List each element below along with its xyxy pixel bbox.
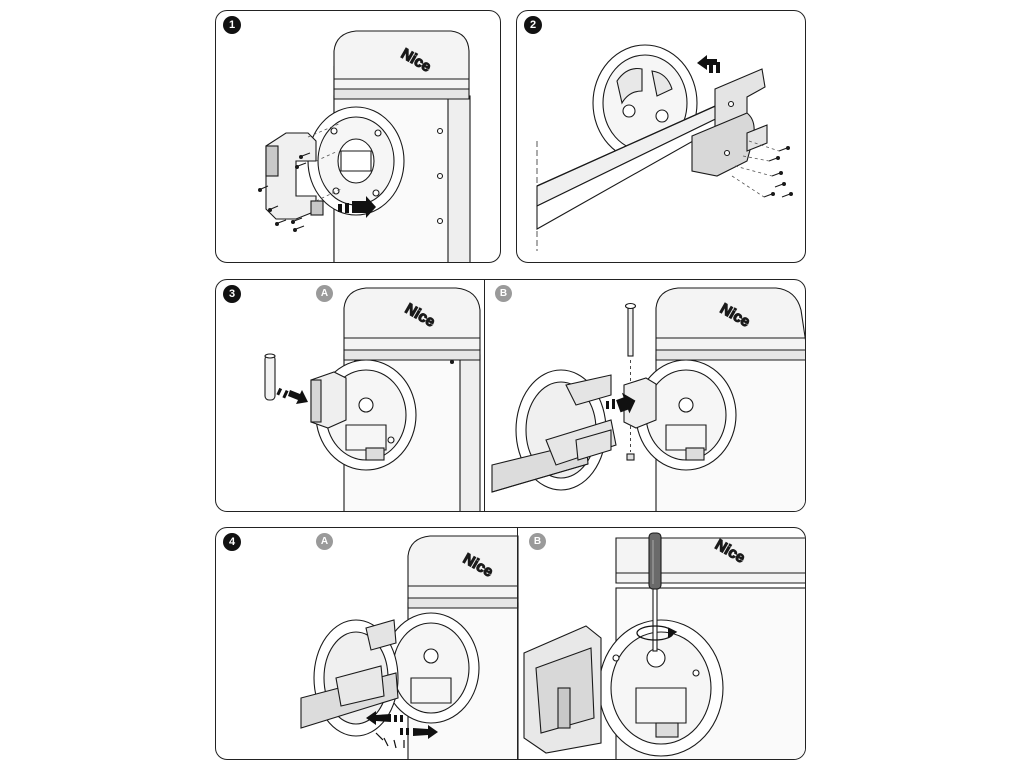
boom-bracket [265, 132, 324, 220]
step-3a-badge: A [316, 285, 333, 302]
screwdriver-icon [648, 532, 662, 652]
step-4-badge: 4 [223, 533, 241, 551]
step-1-panel: 1 Nice [215, 10, 501, 263]
step-2-illustration [536, 44, 793, 251]
step-4-illustration: Nice [300, 532, 805, 759]
boom-parts-4b [523, 625, 602, 754]
pushing-arrow-icon [276, 387, 308, 404]
pushing-arrow-icon [606, 392, 636, 414]
step-1-badge: 1 [223, 16, 241, 34]
screws [763, 146, 793, 198]
bracket-3a [310, 371, 347, 429]
step-3-illustration: Nice Nice [264, 287, 805, 511]
step-3-panel: 3 A B Nice [215, 279, 806, 512]
step-4a-badge: A [316, 533, 333, 550]
boom-4a [300, 665, 399, 729]
step-4-divider [517, 528, 518, 759]
step-3-badge: 3 [223, 285, 241, 303]
boom-3b [491, 374, 617, 493]
boom-flange [592, 44, 698, 162]
step-3b-badge: B [495, 285, 512, 302]
vibration-marks [375, 732, 405, 749]
step-2-badge: 2 [524, 16, 542, 34]
rotation-arrow-icon [636, 625, 678, 641]
step-1-illustration: Nice [258, 30, 471, 262]
alignment-guides [307, 122, 342, 202]
boom-clamp [691, 68, 768, 177]
pushing-arrow-icon [338, 196, 376, 218]
step-3-divider [484, 280, 485, 511]
pushing-arrow-icon [366, 711, 438, 739]
step-4-panel: 4 A B Nice [215, 527, 806, 760]
pushing-arrow-icon [697, 55, 720, 73]
flange-4a [382, 612, 480, 724]
alignment-guides [731, 140, 780, 198]
bolt-3b [624, 302, 637, 461]
mounting-flange [307, 106, 405, 216]
screws [258, 152, 311, 232]
step-2-panel: 2 [516, 10, 806, 263]
pin-3a [264, 353, 276, 401]
bracket-3b [623, 377, 657, 429]
flange-4b [598, 619, 724, 757]
step-4b-badge: B [529, 533, 546, 550]
